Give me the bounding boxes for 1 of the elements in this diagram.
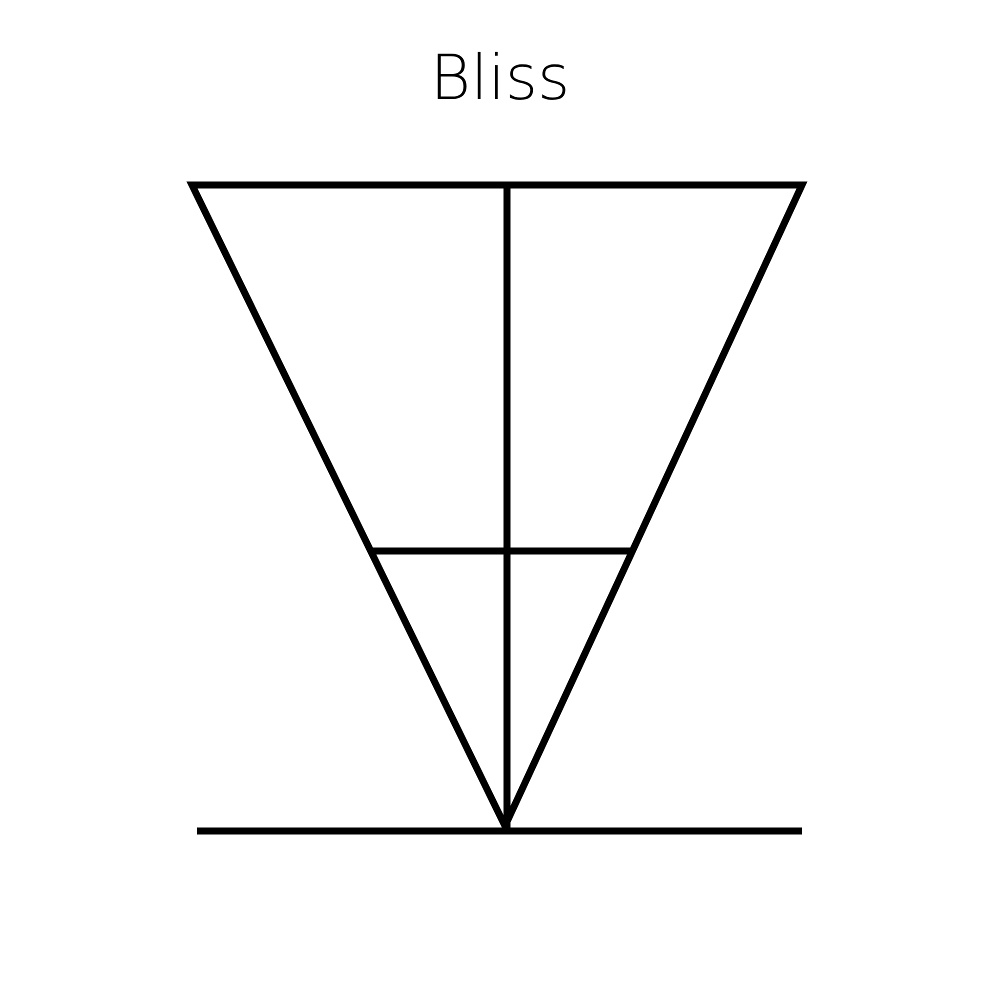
title: Bliss (430, 40, 570, 116)
